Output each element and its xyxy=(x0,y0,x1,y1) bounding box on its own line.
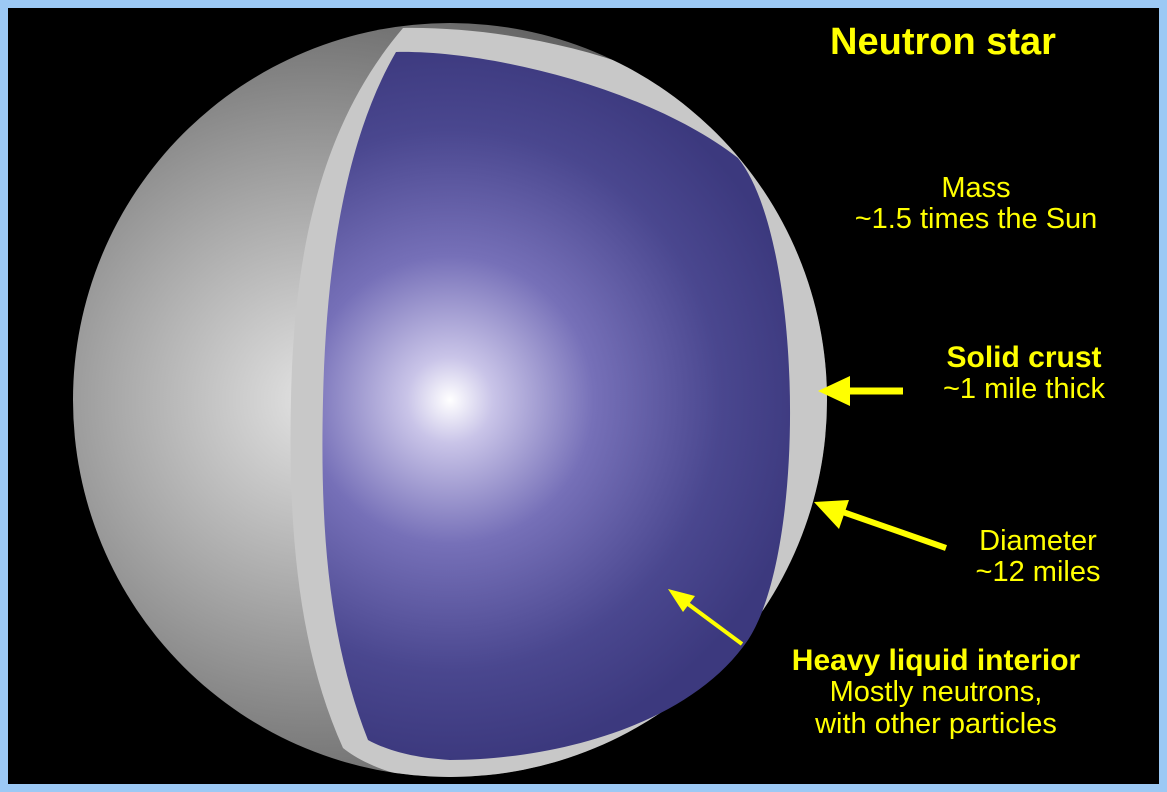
neutron-star-illustration xyxy=(73,23,947,777)
diagram-frame: Neutron star Mass ~1.5 times the Sun Sol… xyxy=(8,8,1159,784)
mass-label: Mass ~1.5 times the Sun xyxy=(808,172,1144,236)
liquid-interior xyxy=(322,51,791,761)
diameter-label: Diameter ~12 miles xyxy=(938,525,1138,589)
interior-line2: with other particles xyxy=(815,707,1057,740)
mass-detail: ~1.5 times the Sun xyxy=(854,203,1098,236)
diagram-title: Neutron star xyxy=(830,21,1056,63)
crust-arrow xyxy=(818,376,903,406)
interior-heading: Heavy liquid interior xyxy=(791,644,1081,677)
diameter-detail: ~12 miles xyxy=(975,556,1101,589)
mass-heading: Mass xyxy=(941,172,1011,204)
interior-arrow xyxy=(668,589,744,646)
interior-label: Heavy liquid interior Mostly neutrons, w… xyxy=(726,644,1146,740)
diameter-arrow xyxy=(814,500,947,551)
interior-line1: Mostly neutrons, xyxy=(829,676,1043,709)
crust-heading: Solid crust xyxy=(946,341,1102,374)
crust-detail: ~1 mile thick xyxy=(943,373,1105,406)
diameter-heading: Diameter xyxy=(979,525,1097,557)
crust-label: Solid crust ~1 mile thick xyxy=(908,341,1140,406)
